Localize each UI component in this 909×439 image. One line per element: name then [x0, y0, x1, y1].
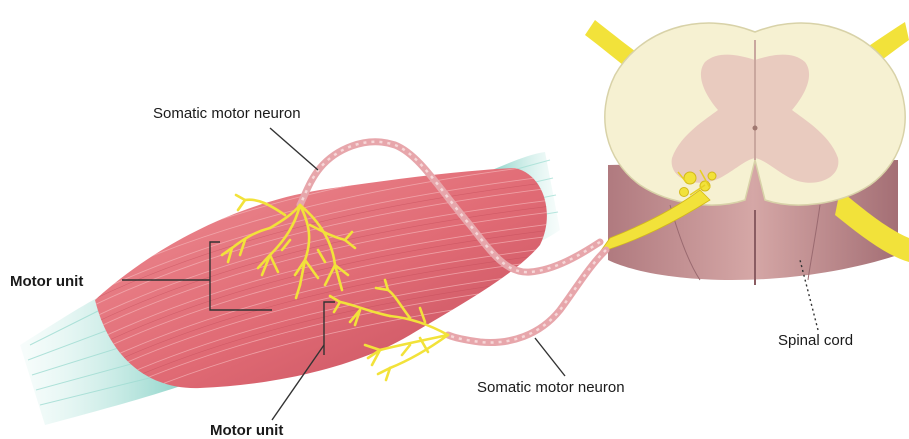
label-somatic-motor-neuron-bottom: Somatic motor neuron: [477, 379, 625, 396]
label-spinal-cord: Spinal cord: [778, 332, 853, 349]
label-somatic-motor-neuron-top: Somatic motor neuron: [153, 105, 301, 122]
spinal-cord: [585, 20, 909, 285]
leader-somatic-bottom: [535, 338, 565, 376]
leader-somatic-top: [270, 128, 318, 170]
label-motor-unit-left: Motor unit: [10, 273, 83, 290]
label-motor-unit-bottom: Motor unit: [210, 422, 283, 439]
